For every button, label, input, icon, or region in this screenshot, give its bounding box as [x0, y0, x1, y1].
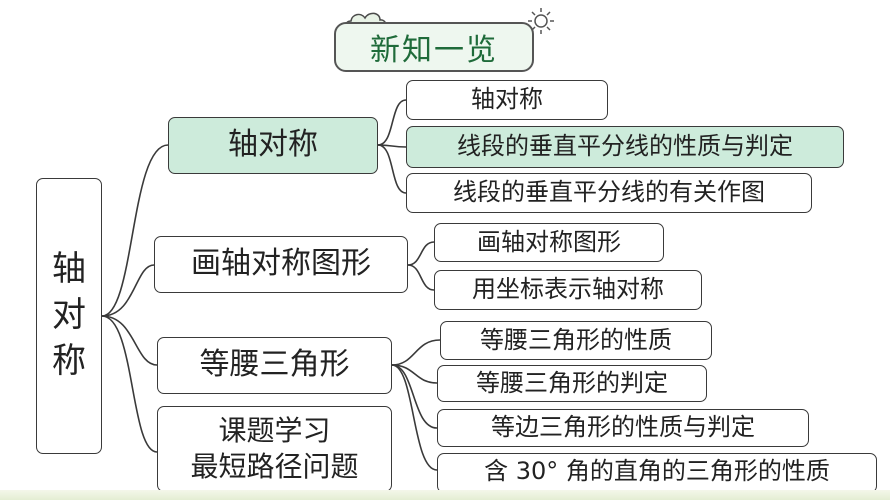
page-title: 新知一览	[334, 22, 534, 72]
root-char: 轴	[52, 249, 86, 290]
leaf-label: 线段的垂直平分线的性质与判定	[457, 132, 793, 161]
leaf-isosceles-criterion: 等腰三角形的判定	[437, 365, 707, 402]
node-label: 最短路径问题	[190, 450, 359, 483]
leaf-draw-axis-symmetric: 画轴对称图形	[434, 223, 664, 262]
node-isosceles-triangle: 等腰三角形	[157, 337, 392, 394]
leaf-label: 等腰三角形的性质	[480, 325, 672, 354]
sun-icon	[528, 8, 554, 34]
node-axis-symmetry: 轴对称	[168, 117, 378, 174]
leaf-equilateral-property: 等边三角形的性质与判定	[437, 409, 809, 447]
node-label: 课题学习	[218, 413, 331, 447]
leaf-30-degree-right-triangle: 含 30° 角的直角的三角形的性质	[437, 453, 877, 493]
leaf-coordinate-symmetry: 用坐标表示轴对称	[434, 270, 702, 310]
leaf-isosceles-property: 等腰三角形的性质	[440, 321, 712, 360]
leaf-perpendicular-bisector-construction: 线段的垂直平分线的有关作图	[406, 173, 812, 213]
leaf-label: 用坐标表示轴对称	[472, 275, 664, 304]
leaf-label: 轴对称	[471, 85, 543, 114]
leaf-label: 等边三角形的性质与判定	[491, 413, 755, 442]
title-banner: 新知一览	[320, 6, 560, 78]
root-char: 对	[52, 295, 86, 336]
node-label: 等腰三角形	[199, 347, 350, 383]
leaf-axis-symmetry: 轴对称	[406, 80, 608, 120]
node-label: 轴对称	[228, 127, 318, 163]
leaf-perpendicular-bisector-property: 线段的垂直平分线的性质与判定	[406, 126, 844, 168]
node-topic-study: 课题学习 最短路径问题	[157, 406, 392, 492]
leaf-label: 含 30° 角的直角的三角形的性质	[484, 457, 830, 485]
bottom-decoration	[0, 490, 890, 500]
root-char: 称	[52, 340, 86, 381]
root-node: 轴 对 称	[36, 178, 102, 454]
node-draw-axis-symmetric: 画轴对称图形	[154, 236, 408, 293]
node-label: 画轴对称图形	[191, 246, 371, 282]
leaf-label: 画轴对称图形	[477, 227, 621, 256]
leaf-label: 线段的垂直平分线的有关作图	[453, 178, 765, 207]
leaf-label: 等腰三角形的判定	[476, 368, 668, 397]
